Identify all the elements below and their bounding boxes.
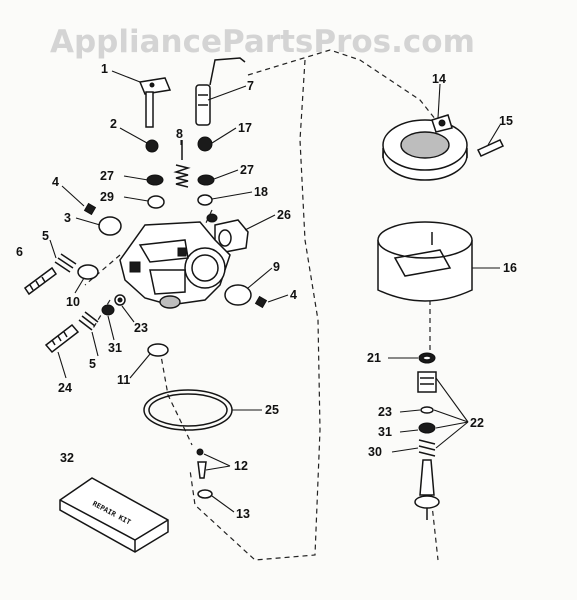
callout-5-bottom: 5 xyxy=(89,357,96,371)
callout-2: 2 xyxy=(110,117,117,131)
callout-16: 16 xyxy=(503,261,517,275)
part-repair-kit-32: REPAIR KIT xyxy=(59,477,169,553)
callout-6: 6 xyxy=(16,245,23,259)
callout-29: 29 xyxy=(100,190,114,204)
callout-labels: 1 7 14 15 2 8 17 27 27 4 29 18 3 26 5 6 … xyxy=(16,62,517,521)
part-o-ring-11 xyxy=(147,343,169,357)
part-throttle-shaft xyxy=(195,57,246,126)
part-float-bowl-16 xyxy=(377,221,473,302)
part-fitting-26 xyxy=(206,213,249,253)
callout-26: 26 xyxy=(277,208,291,222)
callout-23-right: 23 xyxy=(378,405,392,419)
callout-12: 12 xyxy=(234,459,248,473)
callout-8: 8 xyxy=(176,127,183,141)
part-choke-shaft xyxy=(138,77,172,128)
assembly-dashed-lines xyxy=(84,49,441,561)
callout-14: 14 xyxy=(432,72,446,86)
callout-4-top: 4 xyxy=(52,175,59,189)
part-screw-4-and-disc-3 xyxy=(83,202,122,236)
callout-10: 10 xyxy=(66,295,80,309)
callout-11: 11 xyxy=(117,373,130,387)
callout-32: 32 xyxy=(60,451,74,465)
callout-27-right: 27 xyxy=(240,163,254,177)
callout-24: 24 xyxy=(58,381,72,395)
part-gasket-10 xyxy=(77,264,99,280)
part-screw-2 xyxy=(145,139,159,153)
part-spring-5-screw-6 xyxy=(23,253,77,296)
callout-21: 21 xyxy=(367,351,381,365)
callout-22: 22 xyxy=(470,416,484,430)
callout-4-right: 4 xyxy=(290,288,297,302)
part-disc-9-screw-4 xyxy=(224,284,268,309)
part-idle-needle-assembly xyxy=(44,294,126,354)
callout-27-left: 27 xyxy=(100,169,114,183)
part-inlet-valve-stack xyxy=(414,352,440,520)
callout-5-top: 5 xyxy=(42,229,49,243)
part-pin-15 xyxy=(476,139,505,157)
part-spring-8 xyxy=(173,140,191,188)
callout-31-left: 31 xyxy=(108,341,122,355)
part-float-bowl-cover-14 xyxy=(382,114,468,181)
callout-15: 15 xyxy=(499,114,513,128)
callout-17: 17 xyxy=(238,121,252,135)
callout-18: 18 xyxy=(254,185,268,199)
watermark-text: AppliancePartsPros.com xyxy=(50,24,475,60)
callout-9: 9 xyxy=(273,260,280,274)
part-needle-12-13 xyxy=(196,448,213,499)
callout-31-right: 31 xyxy=(378,425,392,439)
part-bowl-gasket-25 xyxy=(143,389,233,431)
part-17 xyxy=(197,136,213,152)
callout-1: 1 xyxy=(101,62,108,76)
part-carburetor-body xyxy=(119,221,231,309)
part-29-18 xyxy=(147,194,213,209)
callout-7: 7 xyxy=(247,79,254,93)
callout-3: 3 xyxy=(64,211,71,225)
callout-13: 13 xyxy=(236,507,250,521)
callout-23-left: 23 xyxy=(134,321,148,335)
callout-30: 30 xyxy=(368,445,382,459)
leader-lines xyxy=(49,70,501,513)
callout-25: 25 xyxy=(265,403,279,417)
